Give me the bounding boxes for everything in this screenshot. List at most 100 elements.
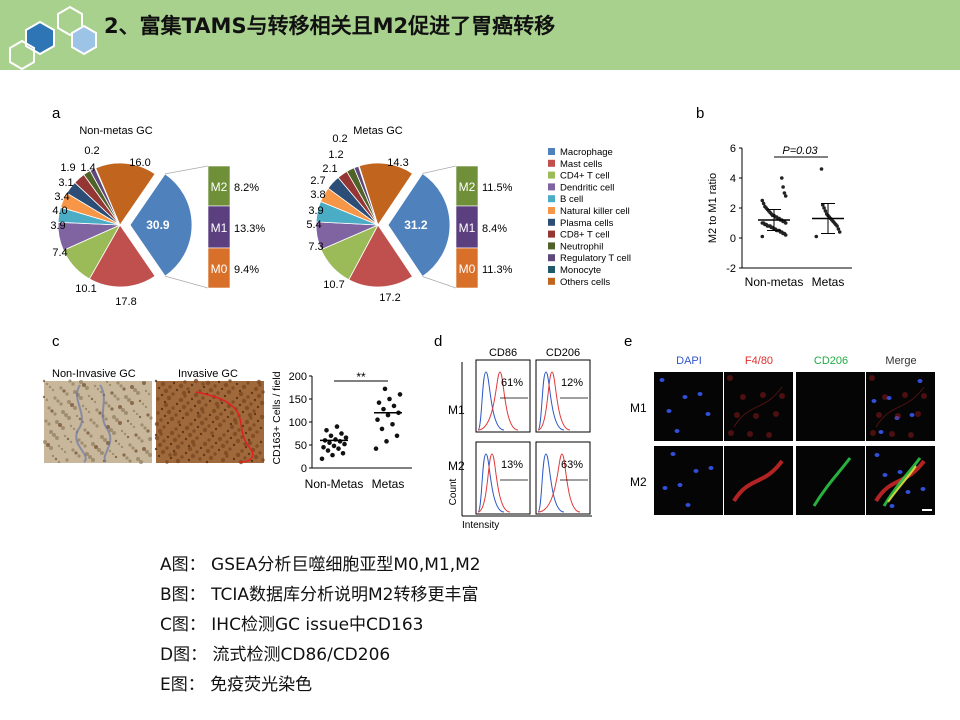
if-red-signal (921, 393, 927, 399)
ihc-cell (193, 418, 197, 422)
ihc-cell (240, 449, 244, 453)
ihc-cell (246, 381, 250, 385)
ihc-cell (171, 406, 175, 410)
connector-bottom (422, 276, 457, 289)
ihc-cell (86, 431, 90, 435)
ihc-cell (181, 416, 185, 420)
ihc-cell (77, 454, 81, 458)
ihc-cell (199, 446, 203, 450)
ihc-cell (166, 421, 170, 425)
ihc-cell (226, 415, 230, 419)
hexagon-light-right (71, 24, 97, 56)
ihc-cell (157, 442, 163, 448)
ihc-cell (146, 413, 150, 417)
ihc-cell (190, 397, 194, 401)
ihc-cell (142, 381, 146, 385)
ihc-cell (45, 382, 49, 386)
ihc-cell (204, 403, 208, 407)
ihc-label-invasive: Invasive GC (178, 368, 238, 380)
caption-line-a: A图： GSEA分析巨噬细胞亚型M0,M1,M2 (160, 555, 481, 575)
ihc-cell (214, 401, 220, 407)
data-point (330, 452, 335, 458)
ihc-cell (93, 384, 97, 388)
if-red-signal (908, 432, 914, 438)
ihc-cell (79, 396, 83, 400)
if-nucleus (705, 412, 711, 416)
ihc-cell (258, 451, 262, 455)
histogram-curve (537, 453, 565, 513)
ihc-cell (196, 413, 202, 419)
ihc-cell (223, 394, 227, 398)
ihc-cell (166, 395, 172, 401)
ihc-cell (253, 412, 257, 416)
ihc-cell (69, 440, 73, 444)
if-nucleus (920, 487, 926, 491)
pie-slice-2 (88, 224, 156, 288)
ihc-cell (95, 424, 99, 428)
ihc-cell (79, 380, 83, 384)
y-tick-label: 2 (730, 203, 736, 215)
if-red-signal (779, 393, 785, 399)
pie-value-label: 3.1 (58, 177, 73, 189)
pie-value-label: 10.1 (75, 283, 96, 295)
ihc-cell (184, 411, 190, 417)
ihc-cell (156, 397, 160, 401)
ihc-cell (119, 384, 123, 388)
ihc-cell (64, 413, 68, 417)
data-point (331, 443, 337, 449)
ihc-cell (183, 380, 187, 384)
ihc-cell (237, 428, 241, 432)
bar-segment-value: 8.2% (234, 182, 259, 194)
ihc-cell (77, 438, 81, 442)
ihc-cell (235, 382, 239, 386)
ihc-cell (105, 380, 109, 384)
ihc-cell (177, 420, 181, 424)
ihc-cell (88, 455, 92, 459)
ihc-cell (193, 404, 197, 408)
ihc-cell (138, 399, 142, 403)
ihc-cell (217, 380, 221, 384)
ihc-cell (120, 445, 124, 449)
ihc-cell (51, 454, 55, 458)
caption-line-d: D图： 流式检测CD86/CD206 (160, 645, 391, 665)
pie-value-label: 2.7 (310, 175, 325, 187)
ihc-cell (165, 460, 169, 464)
ihc-cell (198, 457, 202, 461)
pie-value-label: 16.0 (129, 157, 150, 169)
data-point (760, 221, 765, 225)
ihc-cell (189, 422, 193, 426)
panel-a-letter: a (52, 105, 61, 122)
data-point (381, 406, 386, 412)
x-category-label: Metas (372, 477, 405, 491)
legend-label: Macrophage (560, 147, 613, 158)
if-nucleus (697, 392, 703, 396)
ihc-cell (111, 452, 115, 456)
ihc-cell (208, 399, 212, 403)
ihc-cell (250, 391, 254, 395)
data-point (782, 191, 787, 195)
pie-value-label: 1.4 (80, 162, 95, 174)
ihc-cell (122, 453, 126, 457)
histogram-curve (537, 371, 565, 431)
if-nucleus (871, 399, 877, 403)
ihc-cell (139, 460, 143, 464)
ihc-cell (93, 400, 97, 404)
ihc-cell (250, 433, 256, 439)
ihc-cell (67, 416, 71, 420)
flow-x-label: Intensity (462, 520, 499, 531)
ihc-cell (146, 429, 150, 433)
ihc-cell (91, 442, 95, 446)
if-column-label: F4/80 (745, 355, 773, 367)
ihc-cell (241, 410, 245, 414)
if-red-signal (882, 394, 888, 400)
ihc-cell (75, 414, 79, 418)
ihc-cell (61, 426, 65, 430)
caption-line-e: E图： 免疫荧光染色 (160, 675, 313, 695)
ihc-cell (202, 385, 206, 389)
gate-percentage: 13% (501, 459, 523, 471)
ihc-cell (115, 418, 119, 422)
pie-main-label: 31.2 (404, 218, 428, 232)
